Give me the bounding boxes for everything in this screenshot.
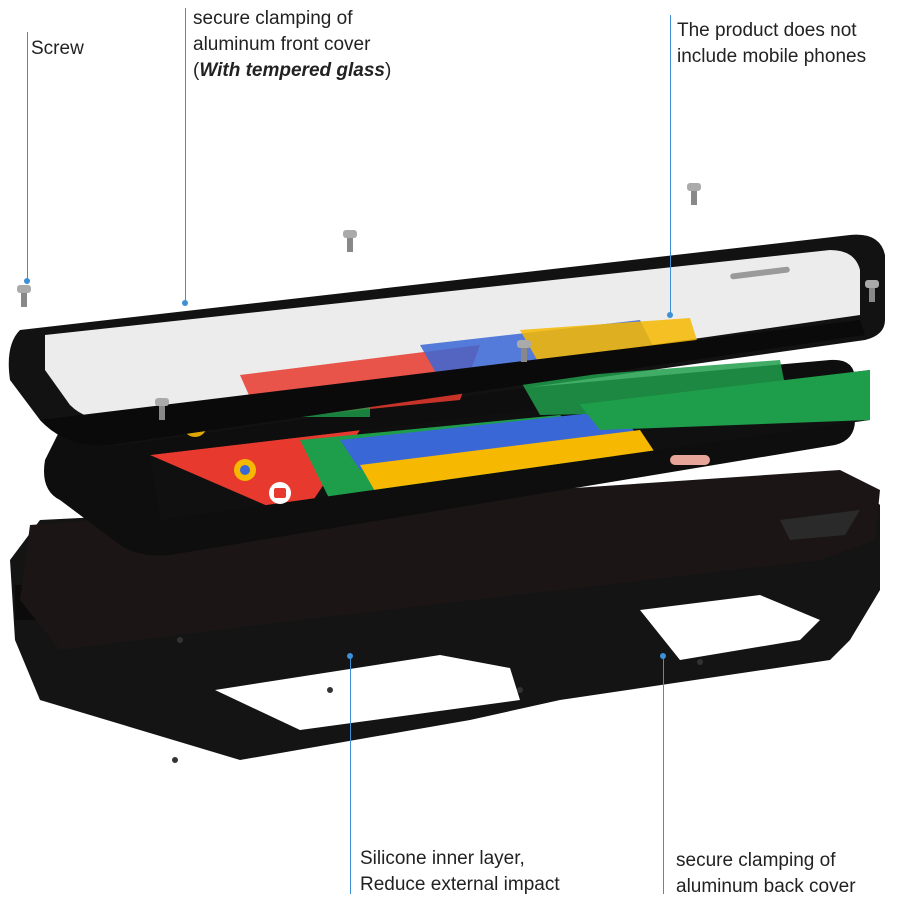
front-cover-leader-dot [182, 300, 188, 306]
back-cover-leader-dot [660, 653, 666, 659]
front-cover-callout: secure clamping of aluminum front cover … [193, 6, 391, 84]
front-cover-paren-open: ( [193, 60, 200, 81]
silicone-callout: Silicone inner layer, Reduce external im… [360, 846, 560, 898]
back-cover-cutout-left [215, 655, 520, 730]
silicone-leader-dot [347, 653, 353, 659]
no-phone-callout: The product does not include mobile phon… [677, 18, 866, 70]
screw-6 [155, 398, 169, 420]
back-cover-line2: aluminum back cover [676, 876, 856, 897]
screw-leader-dot [24, 278, 30, 284]
screws [17, 183, 879, 420]
power-button [670, 455, 710, 465]
front-cover-leader-line [185, 8, 186, 303]
silicone-leader-line [350, 656, 351, 894]
screw-2 [343, 230, 357, 252]
no-phone-line1: The product does not [677, 20, 857, 41]
front-cover-paren-close: ) [384, 60, 392, 81]
screw-leader-line [27, 32, 28, 282]
earpiece-slot [730, 266, 790, 280]
silicone-line2: Reduce external impact [360, 874, 560, 895]
front-cover-line2: aluminum front cover [193, 34, 371, 55]
front-cover-line1: secure clamping of [193, 8, 353, 29]
screw-3 [687, 183, 701, 205]
silicone-line1: Silicone inner layer, [360, 848, 525, 869]
back-cover-cutout-right [640, 595, 820, 660]
no-phone-leader-dot [667, 312, 673, 318]
no-phone-leader-line [670, 15, 671, 315]
back-cover-callout: secure clamping of aluminum back cover [676, 848, 856, 900]
screw-5 [517, 340, 531, 362]
aluminum-front-cover [8, 234, 885, 446]
screw-4 [865, 280, 879, 302]
no-phone-line2: include mobile phones [677, 46, 867, 67]
screw-callout: Screw [31, 36, 84, 62]
back-cover-line1: secure clamping of [676, 850, 836, 871]
screw-1 [17, 285, 31, 307]
tempered-glass-note: With tempered glass [199, 60, 385, 81]
front-cover-line3: (With tempered glass) [193, 58, 391, 84]
back-cover-leader-line [663, 656, 664, 894]
screw-label: Screw [31, 38, 84, 59]
